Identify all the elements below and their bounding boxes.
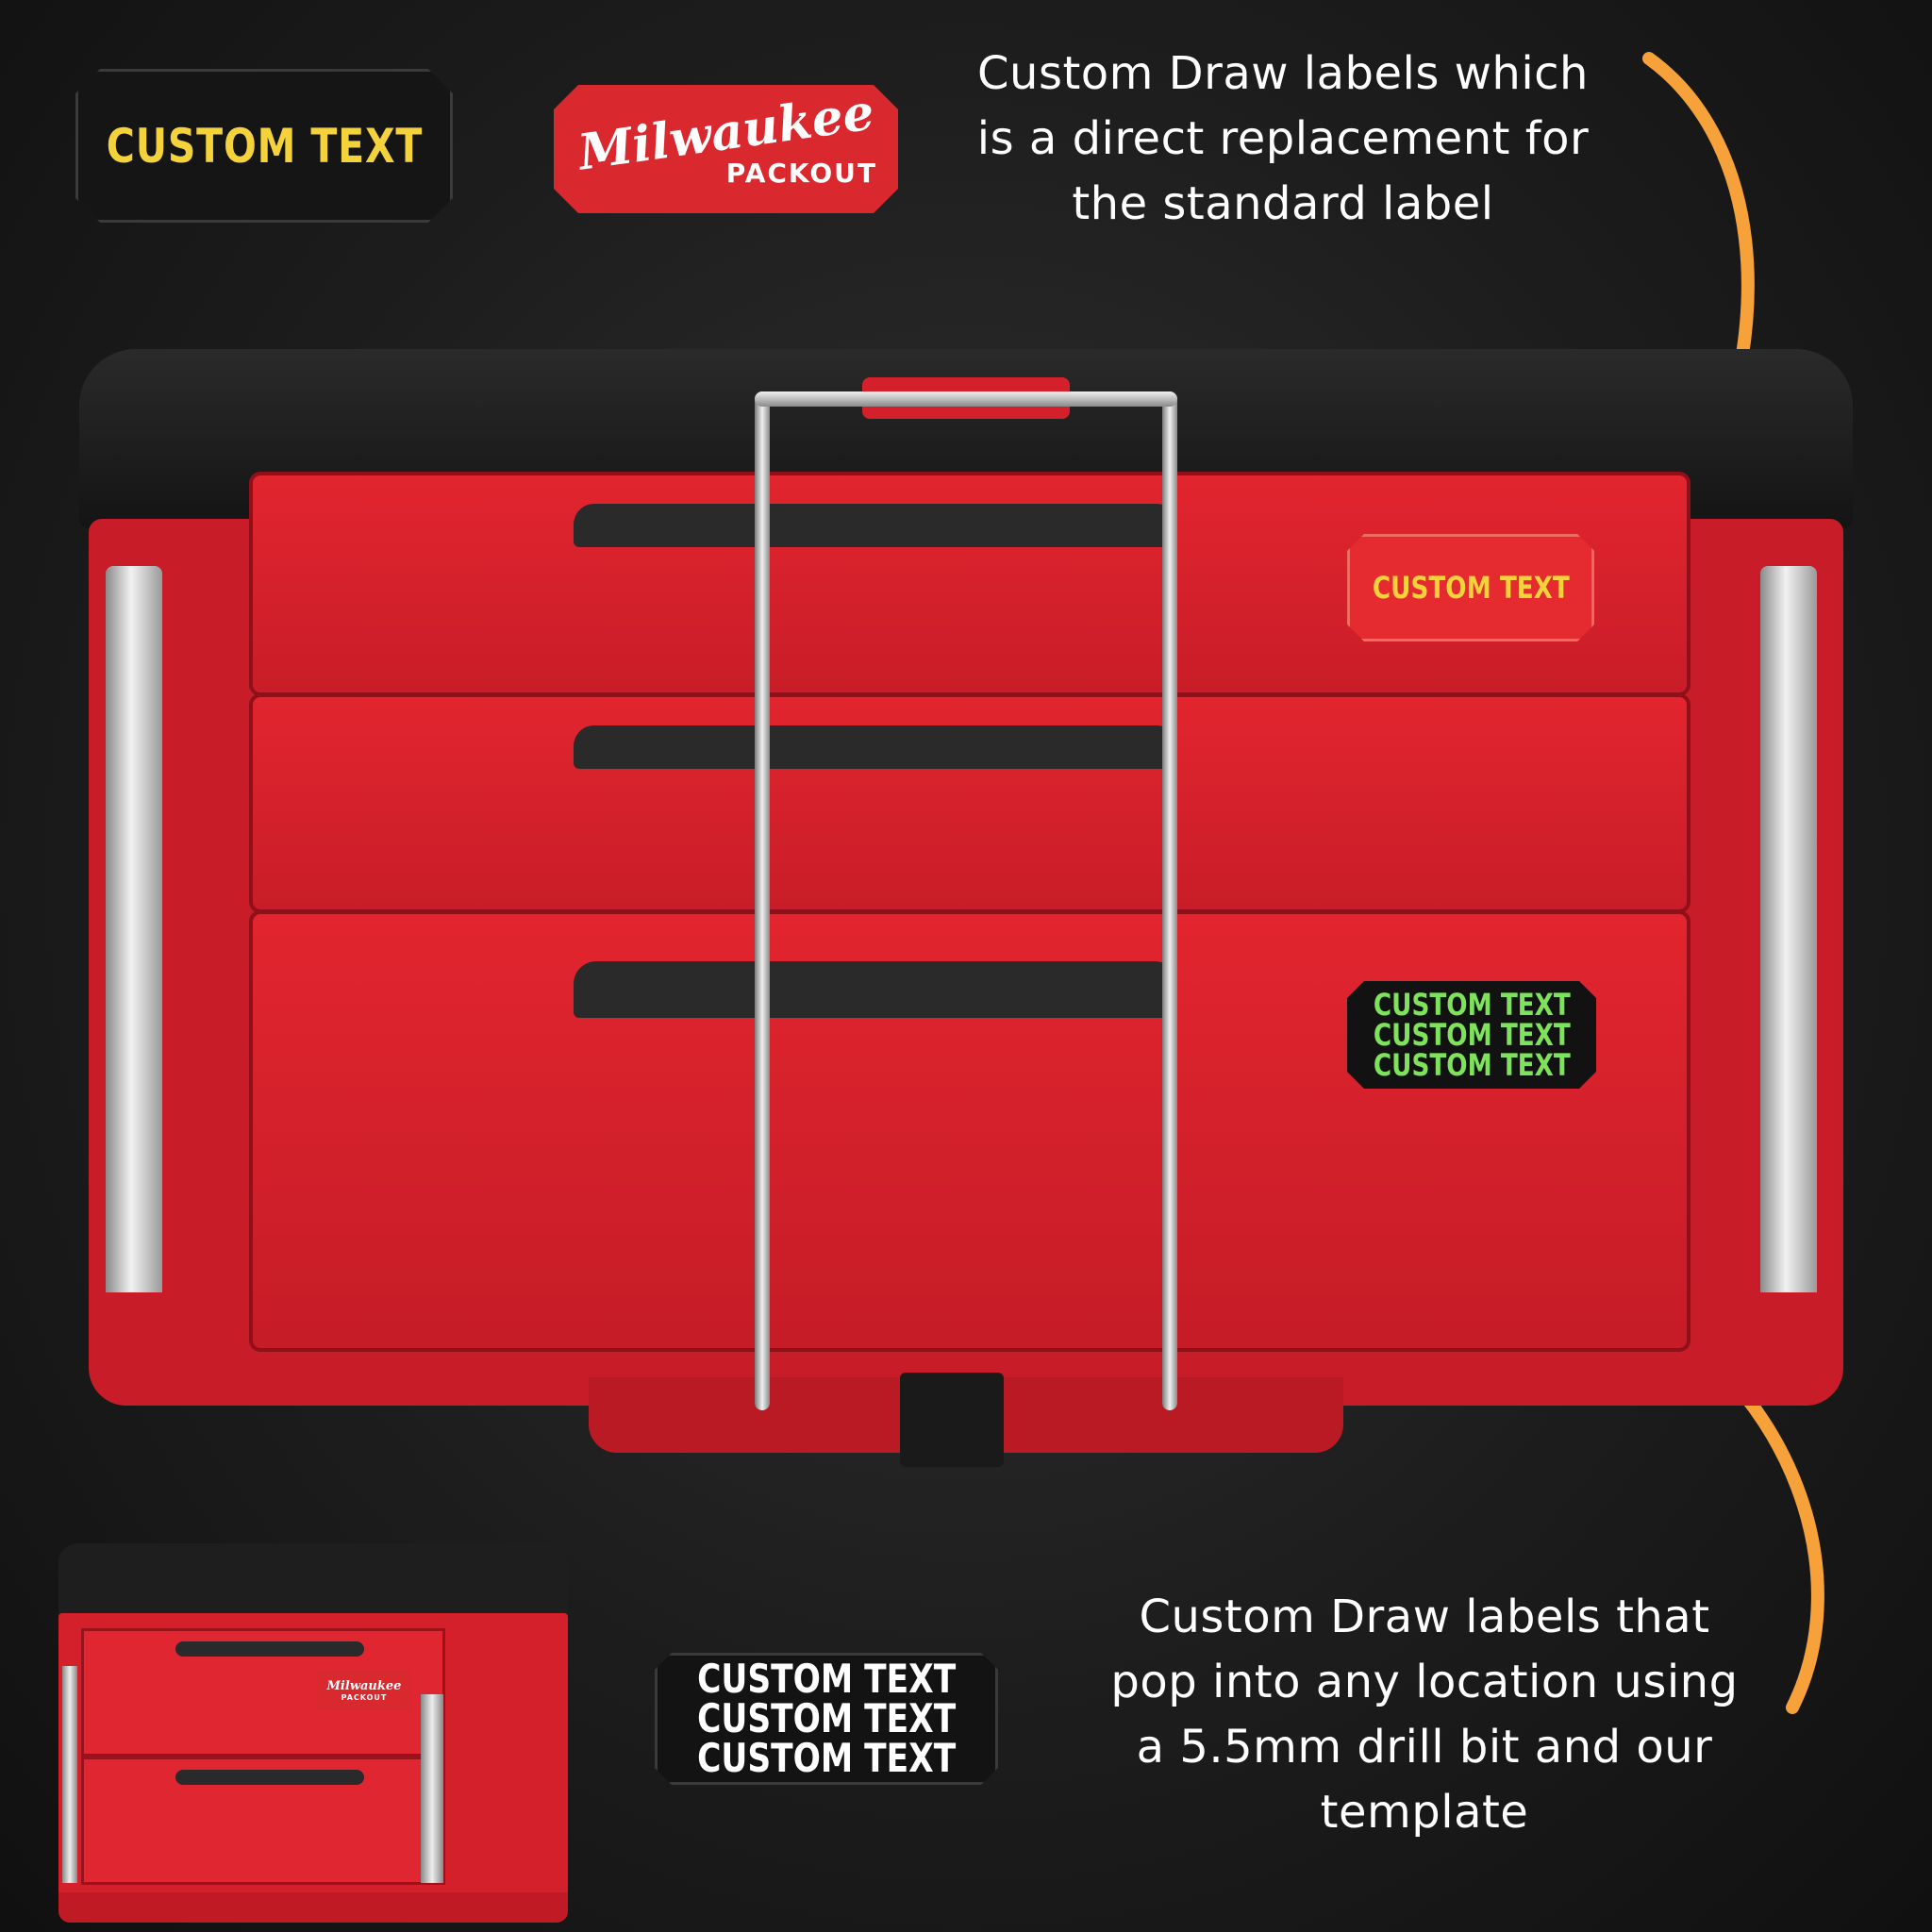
milwaukee-sub-text: PACKOUT <box>725 158 877 189</box>
carry-handle-top-bar <box>755 391 1177 407</box>
red-label-text: CUSTOM TEXT <box>1372 570 1570 606</box>
drawer-handle[interactable] <box>574 504 1177 547</box>
drawer-handle[interactable] <box>574 961 1177 1018</box>
drawer-bottom[interactable] <box>249 910 1690 1352</box>
white-label-line: CUSTOM TEXT <box>696 1695 957 1741</box>
green-label-line: CUSTOM TEXT <box>1373 1017 1571 1053</box>
caption-bottom: Custom Draw labels that pop into any loc… <box>1075 1585 1774 1845</box>
white-label-line: CUSTOM TEXT <box>696 1735 957 1781</box>
black-label-text: CUSTOM TEXT <box>106 118 423 174</box>
white-custom-label: CUSTOM TEXT CUSTOM TEXT CUSTOM TEXT <box>655 1653 998 1785</box>
thumb-lid <box>58 1543 568 1619</box>
toolbox-thumbnail: Milwaukee PACKOUT <box>53 1543 570 1923</box>
right-pole <box>1760 566 1817 1311</box>
drawer-middle[interactable] <box>249 693 1690 913</box>
caption-top-line: the standard label <box>1072 177 1494 230</box>
drawer-handle[interactable] <box>574 725 1177 769</box>
thumb-pole <box>62 1666 77 1883</box>
thumb-brand-label: Milwaukee PACKOUT <box>317 1670 411 1711</box>
carry-handle-left-bar <box>755 391 770 1410</box>
caption-top-line: Custom Draw labels which <box>977 47 1589 100</box>
thumb-sub-text: PACKOUT <box>341 1693 388 1702</box>
toolbox-main <box>79 349 1853 1472</box>
red-custom-label: CUSTOM TEXT <box>1347 534 1594 641</box>
left-pole <box>106 566 162 1311</box>
white-label-line: CUSTOM TEXT <box>696 1656 957 1702</box>
caption-top-line: is a direct replacement for <box>976 112 1590 165</box>
thumb-pole <box>421 1694 443 1883</box>
thumb-base <box>58 1892 568 1923</box>
carry-handle-right-bar <box>1162 391 1177 1410</box>
caption-bottom-line: template <box>1320 1786 1529 1839</box>
caption-bottom-line: Custom Draw labels that <box>1139 1591 1710 1643</box>
green-custom-label: CUSTOM TEXT CUSTOM TEXT CUSTOM TEXT <box>1347 981 1596 1089</box>
latch <box>900 1373 1004 1467</box>
milwaukee-packout-label: Milwaukee PACKOUT <box>554 85 898 213</box>
green-label-line: CUSTOM TEXT <box>1373 987 1571 1023</box>
drawer-top[interactable] <box>249 472 1690 696</box>
caption-bottom-line: pop into any location using <box>1110 1656 1739 1708</box>
black-custom-label: CUSTOM TEXT <box>75 69 453 223</box>
green-label-line: CUSTOM TEXT <box>1373 1047 1571 1083</box>
caption-bottom-line: a 5.5mm drill bit and our <box>1136 1721 1713 1774</box>
caption-top: Custom Draw labels which is a direct rep… <box>924 42 1641 237</box>
thumb-brand-text: Milwaukee <box>326 1679 402 1693</box>
thumb-handle <box>175 1770 364 1785</box>
thumb-handle <box>175 1641 364 1657</box>
